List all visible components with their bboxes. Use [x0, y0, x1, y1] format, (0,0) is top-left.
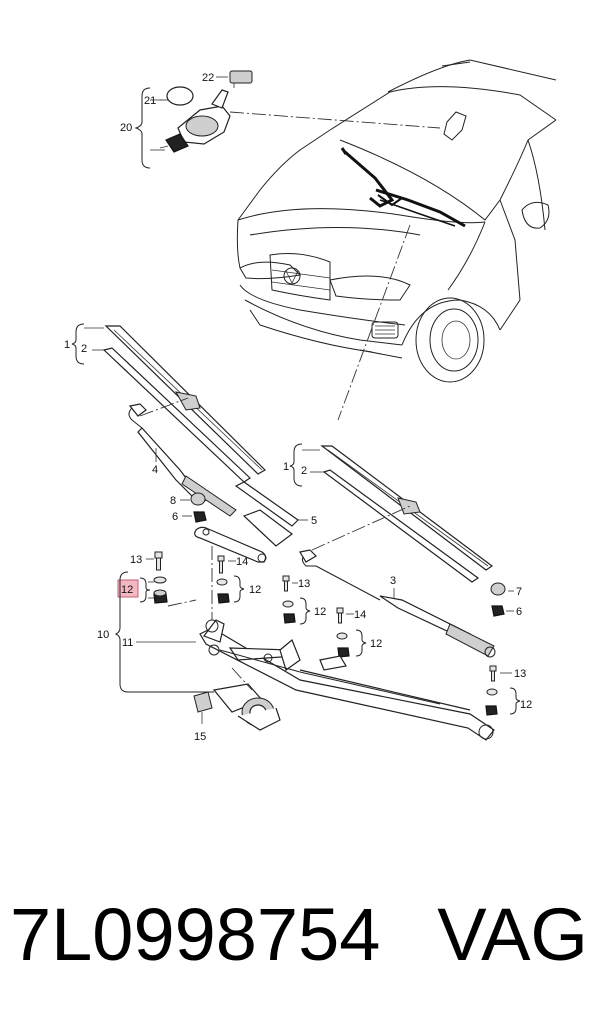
right-wiper-assembly: 1 2 3: [283, 443, 496, 658]
rain-sensor-group: 20 21 22: [120, 70, 441, 169]
callout-11: 11: [122, 637, 133, 649]
exploded-parts-diagram: 20 21 22: [64, 59, 557, 743]
callout-13-a: 13: [130, 554, 142, 566]
footer: 7L0998754 VAG: [0, 880, 600, 990]
callout-12-a: 12: [249, 584, 261, 596]
callout-12-d: 12: [520, 699, 532, 711]
fasteners: 13 12 14 12 13 12 14: [117, 551, 532, 716]
callout-8: 8: [170, 495, 176, 507]
callout-2-right: 2: [301, 465, 307, 477]
callout-15: 15: [194, 731, 206, 743]
cap-nut-right: 7 6: [490, 582, 522, 618]
wiper-linkage: 10 11 15: [97, 571, 495, 743]
callout-1-right: 1: [283, 461, 289, 473]
cover-cap-5: 5: [234, 481, 317, 527]
callout-10: 10: [97, 629, 109, 641]
brand-name: VAG: [437, 893, 588, 976]
callout-7: 7: [516, 586, 522, 598]
highlight-box: [117, 579, 139, 598]
callout-22: 22: [202, 72, 214, 84]
callout-6-left: 6: [172, 511, 178, 523]
callout-13-c: 13: [514, 668, 526, 680]
callout-21: 21: [144, 95, 156, 107]
cap-nut-left: 8 6: [170, 492, 293, 620]
callout-14-b: 14: [354, 609, 366, 621]
callout-4: 4: [152, 464, 158, 476]
callout-2-left: 2: [81, 343, 87, 355]
adhesive-film-disc: [166, 86, 194, 106]
wiper-rubber-right: [322, 469, 480, 583]
callout-12-c: 12: [370, 638, 382, 650]
wiper-rubber-left: [102, 347, 251, 483]
callout-13-b: 13: [298, 578, 310, 590]
callout-20: 20: [120, 122, 132, 134]
callout-12-b: 12: [314, 606, 326, 618]
left-wiper-assembly: 1 2 4: [64, 323, 266, 517]
callout-5: 5: [311, 515, 317, 527]
callout-6-right: 6: [516, 606, 522, 618]
part-number: 7L0998754: [10, 893, 381, 976]
connector-22: [229, 70, 253, 84]
callout-14-a: 14: [236, 556, 248, 568]
callout-1-left: 1: [64, 339, 70, 351]
vehicle-front-outline: [236, 59, 557, 421]
linkage-frame: [199, 627, 495, 741]
callout-12-highlighted: 12: [121, 584, 133, 596]
callout-3: 3: [390, 575, 396, 587]
